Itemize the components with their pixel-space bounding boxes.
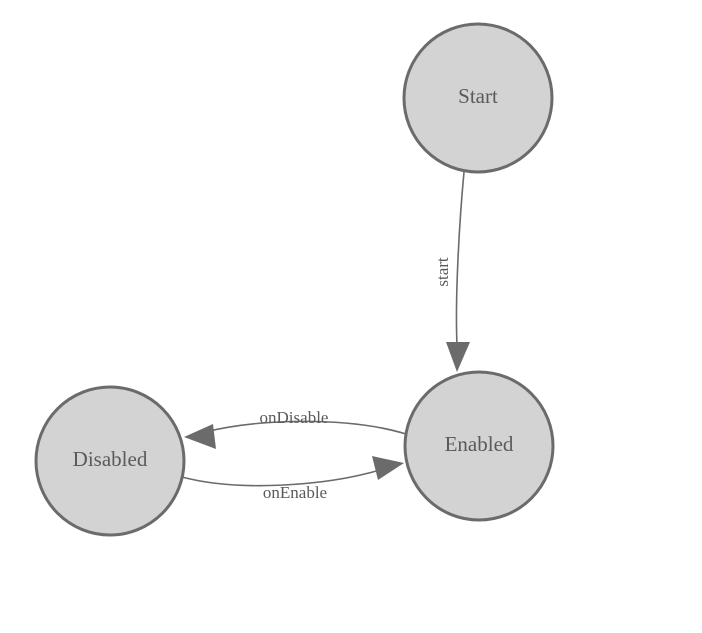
edge-disabled-to-enabled-arrowhead: [372, 456, 404, 480]
edge-start-to-enabled[interactable]: start: [433, 171, 470, 372]
state-node-start-label: Start: [458, 84, 498, 108]
state-node-disabled[interactable]: Disabled: [34, 385, 186, 537]
edge-enabled-to-disabled-path: [204, 420, 407, 435]
edge-enabled-to-disabled-arrowhead: [184, 424, 216, 449]
edge-start-to-enabled-path: [455, 171, 465, 346]
state-node-start[interactable]: Start: [402, 22, 554, 174]
edge-enabled-to-disabled[interactable]: onDisable: [184, 408, 407, 449]
edge-label-start: start: [433, 257, 452, 287]
state-node-enabled[interactable]: Enabled: [403, 370, 555, 522]
state-node-enabled-circle: [403, 370, 555, 522]
state-node-start-circle: [402, 22, 554, 174]
edge-label-ondisable: onDisable: [260, 408, 329, 427]
state-node-enabled-label: Enabled: [445, 432, 514, 456]
edge-label-onenable: onEnable: [263, 483, 327, 502]
edge-disabled-to-enabled[interactable]: onEnable: [181, 456, 404, 502]
state-node-disabled-circle: [34, 385, 186, 537]
edge-start-to-enabled-arrowhead: [446, 342, 470, 372]
edge-disabled-to-enabled-path: [181, 469, 381, 487]
state-node-disabled-label: Disabled: [73, 447, 148, 471]
